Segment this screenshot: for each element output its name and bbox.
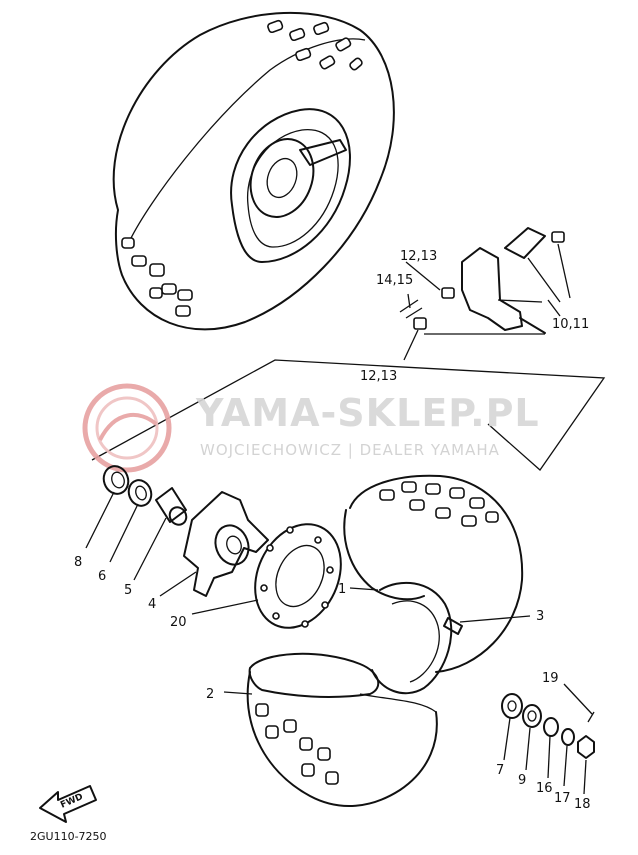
part-2-tire-lower [248,652,380,698]
lower-tread-blocks [255,481,499,785]
callout-labels: 12,13 14,15 12,13 10,11 8 6 5 4 20 1 3 2… [74,249,591,812]
hub-alignment-outline [91,359,606,471]
fwd-arrow-icon [39,785,97,823]
cotter-pin-14-15 [399,299,419,313]
part-18-axle-nut [577,735,595,759]
callout-8: 8 [74,555,82,570]
lower-wheel-assembly [246,474,524,807]
steering-knuckle-assembly [399,227,565,334]
part-16-washer [543,717,559,737]
callout-14-15: 14,15 [376,273,413,288]
fwd-arrow: FWD [39,785,97,823]
part-9-seal [522,704,542,728]
callout-12-13-bottom: 12,13 [360,369,397,384]
watermark-logo-icon [82,383,172,473]
watermark: YAMA-SKLEP.PL WOJCIECHOWICZ | DEALER YAM… [82,383,540,473]
upper-rim-outline [230,108,351,263]
callout-12-13-top: 12,13 [400,249,437,264]
upper-tie-rod-arm [299,139,347,166]
callout-20: 20 [170,615,187,630]
callout-10-11: 10,11 [552,317,589,332]
callout-5: 5 [124,583,132,598]
part-19-cotter-pin [587,711,595,723]
callout-2: 2 [206,687,214,702]
knuckle-spindle [519,317,546,334]
part-1-tire-outer [349,474,524,673]
axle-hardware [501,693,595,759]
watermark-subtitle: WOJCIECHOWICZ | DEALER YAMAHA [200,441,500,459]
upper-tread-blocks [121,19,363,317]
callout-1: 1 [338,582,346,597]
callout-7: 7 [496,763,504,778]
callout-9: 9 [518,773,526,788]
callout-16: 16 [536,781,553,796]
part-8-oil-seal [102,465,130,495]
part-3-valve [443,617,463,635]
part-17-washer [561,728,575,746]
upper-brake-disc [249,138,315,218]
callout-19: 19 [542,671,559,686]
upper-wheel-assembly [112,11,395,331]
nut-12-13-top [441,287,455,299]
callout-6: 6 [98,569,106,584]
part-7-bearing [501,693,523,719]
part-4-hub [183,491,269,597]
knuckle-body [461,247,523,331]
explosion-lines [91,243,606,471]
watermark-title: YAMA-SKLEP.PL [195,391,540,435]
part-5-spacer [155,487,187,523]
leader-lines [85,261,593,795]
exploded-hub-parts [102,465,342,629]
callout-4: 4 [148,597,156,612]
part-1-tire-inner-lip [343,509,425,601]
part-20-brake-disc [254,523,342,629]
callout-3: 3 [536,609,544,624]
diagram-code: 2GU110-7250 [30,830,107,843]
callout-18: 18 [574,797,591,812]
part-6-bearing [127,479,153,507]
knuckle-arm [504,227,546,259]
nut-12-13-bottom [413,317,427,330]
part-1-wheel-rim [371,581,453,695]
upper-hub-center [266,157,298,199]
upper-tire-tread-line [129,38,366,241]
bolt-10-11 [551,231,565,243]
upper-tire-outline [112,11,395,331]
fwd-label: FWD [59,792,85,811]
brake-disc-holes [260,526,334,628]
callout-17: 17 [554,791,571,806]
